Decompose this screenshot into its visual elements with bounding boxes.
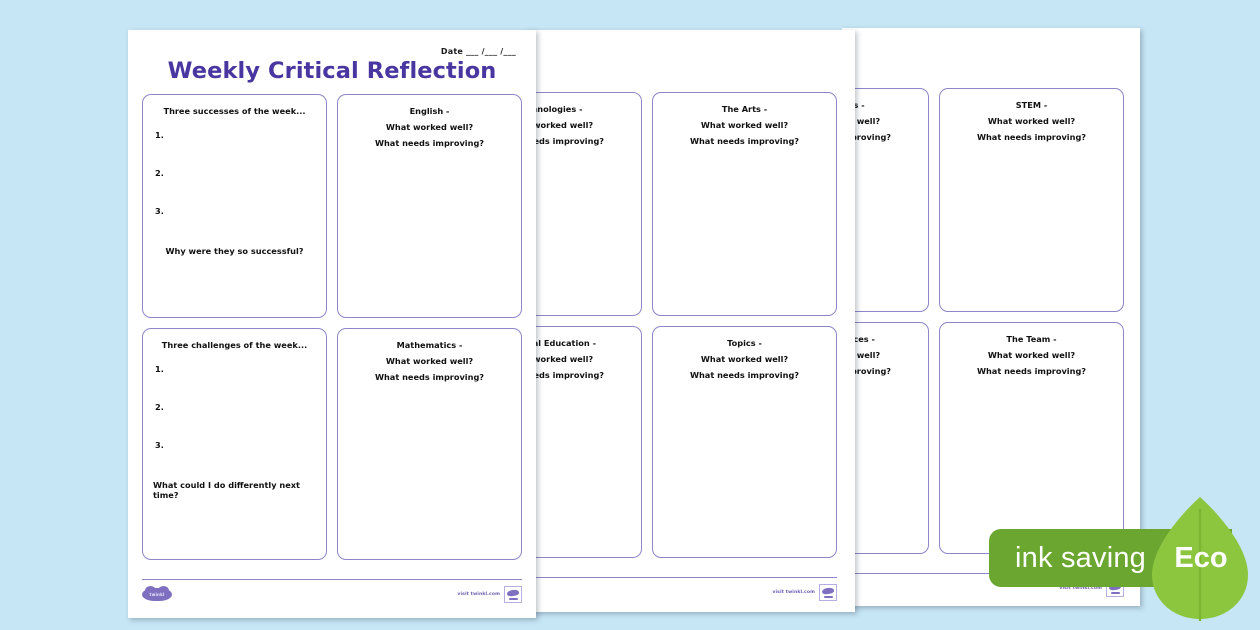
worksheet-page-3[interactable]: Languages - What worked well? What needs…	[842, 28, 1140, 606]
subject-box-mathematics[interactable]: Mathematics - What worked well? What nee…	[337, 328, 522, 560]
subject-box-title: Technologies - What worked well? What ne…	[525, 102, 633, 150]
subject-heading: Mathematics -	[396, 340, 463, 350]
subject-box-english[interactable]: English - What worked well? What needs i…	[337, 94, 522, 318]
subject-prompt-needs-improving: What needs improving?	[374, 137, 485, 148]
successes-heading: Three successes of the week...	[151, 104, 318, 120]
page-3-header	[842, 34, 1124, 86]
footer-url[interactable]: visit twinkl.com	[772, 589, 815, 595]
subject-prompt-worked-well: What worked well?	[385, 121, 474, 132]
subject-prompt-needs-improving: What needs improving?	[842, 365, 892, 376]
footer-right: visit twinkl.com	[457, 585, 522, 603]
list-item[interactable]: 2.	[155, 167, 164, 178]
subject-prompt-needs-improving: What needs improving?	[689, 369, 800, 380]
subject-box-title: STEM - What worked well? What needs impr…	[948, 98, 1115, 146]
subject-box-physical-education[interactable]: Physical Education - What worked well? W…	[525, 326, 642, 558]
list-item[interactable]: 3.	[155, 205, 164, 216]
subject-box-title: The Team - What worked well? What needs …	[948, 332, 1115, 380]
ink-saving-eco-badge: ink saving Eco	[989, 497, 1260, 621]
list-item[interactable]: 1.	[155, 363, 164, 374]
successes-box[interactable]: Three successes of the week... 1. 2. 3. …	[142, 94, 327, 318]
footer-right: visit twinkl.com	[772, 583, 837, 601]
list-item[interactable]: 2.	[155, 401, 164, 412]
challenges-heading-text: Three challenges of the week...	[161, 340, 308, 350]
date-field[interactable]: Date ___ /___ /___	[440, 47, 516, 56]
subject-box-stem[interactable]: STEM - What worked well? What needs impr…	[939, 88, 1124, 312]
subject-box-social-sciences[interactable]: Social Sciences - What worked well? What…	[842, 322, 929, 554]
subject-prompt-worked-well: What worked well?	[700, 353, 789, 364]
successes-prompt: Why were they so successful?	[165, 245, 304, 256]
eco-leaf-wrap: Eco	[1144, 495, 1260, 621]
list-item[interactable]: 3.	[155, 439, 164, 450]
page-1-content: Date ___ /___ /___ Weekly Critical Refle…	[128, 30, 536, 618]
page-2-footer: twinkl visit twinkl.com	[525, 577, 837, 606]
subject-heading: Technologies -	[525, 104, 583, 114]
subject-box-technologies[interactable]: Technologies - What worked well? What ne…	[525, 92, 642, 316]
twinkl-mark-icon	[819, 583, 837, 601]
subject-box-title: Social Sciences - What worked well? What…	[842, 332, 920, 380]
page-1-header: Date ___ /___ /___ Weekly Critical Refle…	[142, 40, 522, 92]
subject-heading: The Team -	[1006, 334, 1057, 344]
worksheet-page-1[interactable]: Date ___ /___ /___ Weekly Critical Refle…	[128, 30, 536, 618]
twinkl-logo-icon: twinkl	[142, 585, 172, 601]
subject-prompt-worked-well: What worked well?	[700, 119, 789, 130]
list-item[interactable]: 1.	[155, 129, 164, 140]
subject-prompt-needs-improving: What needs improving?	[525, 369, 605, 380]
subject-heading: Physical Education -	[525, 338, 596, 348]
subject-prompt-needs-improving: What needs improving?	[374, 371, 485, 382]
successes-list: 1. 2. 3.	[151, 130, 318, 244]
subject-box-title: Topics - What worked well? What needs im…	[661, 336, 828, 384]
challenges-prompt: What could I do differently next time?	[153, 479, 300, 500]
subject-heading: Topics -	[727, 338, 762, 348]
subject-box-the-arts[interactable]: The Arts - What worked well? What needs …	[652, 92, 837, 316]
subject-box-the-team[interactable]: The Team - What worked well? What needs …	[939, 322, 1124, 554]
subject-box-topics[interactable]: Topics - What worked well? What needs im…	[652, 326, 837, 558]
subject-box-title: Physical Education - What worked well? W…	[525, 336, 633, 384]
subject-prompt-worked-well: What worked well?	[525, 119, 594, 130]
subject-prompt-needs-improving: What needs improving?	[525, 135, 605, 146]
page-3-content: Languages - What worked well? What needs…	[842, 28, 1138, 606]
subject-prompt-worked-well: What worked well?	[525, 353, 594, 364]
twinkl-mark-icon	[504, 585, 522, 603]
successes-heading-text: Three successes of the week...	[163, 106, 306, 116]
challenges-box[interactable]: Three challenges of the week... 1. 2. 3.…	[142, 328, 327, 560]
worksheet-page-2[interactable]: Technologies - What worked well? What ne…	[525, 30, 855, 612]
page-title: Weekly Critical Reflection	[167, 58, 497, 84]
subject-prompt-worked-well: What worked well?	[842, 115, 881, 126]
subject-heading: STEM -	[1015, 100, 1048, 110]
subject-heading: The Arts -	[721, 104, 768, 114]
subject-box-title: Mathematics - What worked well? What nee…	[346, 338, 513, 386]
subject-prompt-needs-improving: What needs improving?	[689, 135, 800, 146]
challenges-list: 1. 2. 3.	[151, 364, 318, 478]
page-2-grid: Technologies - What worked well? What ne…	[525, 92, 837, 558]
subject-heading: Social Sciences -	[842, 334, 875, 344]
footer-url[interactable]: visit twinkl.com	[457, 591, 500, 597]
page-1-grid: Three successes of the week... 1. 2. 3. …	[142, 94, 522, 560]
subject-prompt-needs-improving: What needs improving?	[976, 131, 1087, 142]
page-2-header	[525, 38, 837, 90]
subject-heading: English -	[409, 106, 450, 116]
eco-badge-eco-text: Eco	[1174, 541, 1228, 574]
subject-prompt-needs-improving: What needs improving?	[976, 365, 1087, 376]
subject-prompt-needs-improving: What needs improving?	[842, 131, 892, 142]
page-3-grid: Languages - What worked well? What needs…	[842, 88, 1124, 554]
subject-prompt-worked-well: What worked well?	[987, 349, 1076, 360]
subject-box-languages[interactable]: Languages - What worked well? What needs…	[842, 88, 929, 312]
eco-badge-label: ink saving	[1015, 541, 1146, 574]
leaf-icon	[1152, 497, 1248, 621]
page-2-content: Technologies - What worked well? What ne…	[525, 30, 851, 612]
subject-prompt-worked-well: What worked well?	[842, 349, 881, 360]
subject-prompt-worked-well: What worked well?	[385, 355, 474, 366]
subject-box-title: English - What worked well? What needs i…	[346, 104, 513, 152]
challenges-heading: Three challenges of the week...	[151, 338, 318, 354]
page-1-footer: twinkl visit twinkl.com	[142, 579, 522, 608]
footer-url[interactable]: visit twinkl.com	[1059, 585, 1102, 591]
twinkl-logo-text: twinkl	[149, 591, 165, 597]
subject-box-title: The Arts - What worked well? What needs …	[661, 102, 828, 150]
subject-prompt-worked-well: What worked well?	[987, 115, 1076, 126]
